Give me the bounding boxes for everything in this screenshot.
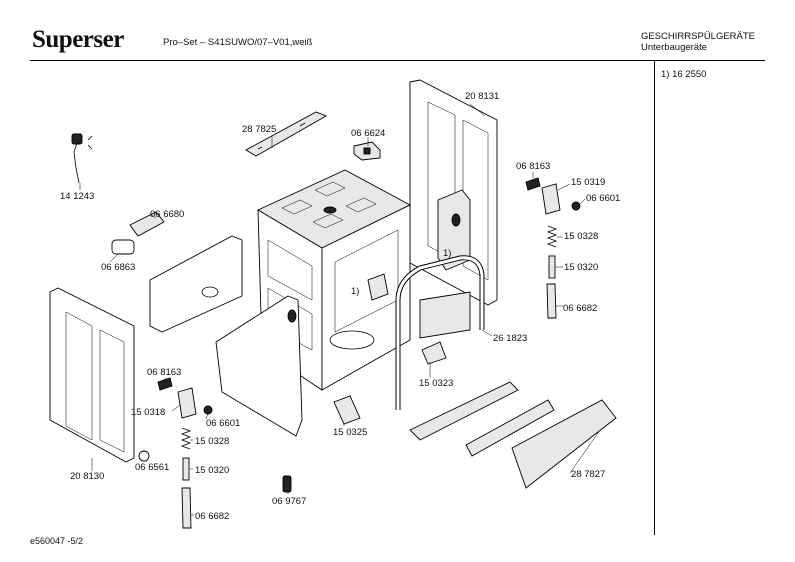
- callout-1-hinge: 1): [443, 248, 452, 259]
- control-bracket-part: [149, 235, 243, 333]
- right-pin-part: [525, 177, 541, 191]
- left-stop-part: [138, 450, 150, 462]
- part-label-screw-left: 06 6601: [206, 418, 241, 429]
- part-label-screw-right: 06 6601: [586, 193, 621, 204]
- part-label-pin-left: 06 8163: [147, 367, 182, 378]
- model-designation: Pro–Set – S41SUWO/07–V01,weiß: [163, 37, 313, 48]
- right-hinge-part: [541, 183, 561, 215]
- leader-lines: [79, 103, 601, 516]
- left-screw-part: [203, 405, 213, 415]
- power-cable-part: [71, 133, 93, 184]
- callout-bracket-part: [367, 273, 389, 301]
- notes-column-divider: [654, 60, 655, 535]
- left-spring-part: [180, 427, 192, 450]
- bottom-rail-back-part: [511, 399, 617, 489]
- left-pin-part: [157, 377, 173, 391]
- top-clip-part: [353, 141, 381, 161]
- header-divider: [30, 60, 765, 61]
- part-label-clip-top: 06 6624: [351, 128, 386, 139]
- right-spring-part: [546, 225, 558, 248]
- part-label-motor: 06 6863: [101, 262, 136, 273]
- left-lever-part: [181, 487, 192, 529]
- part-label-screw-bottom: 06 9767: [272, 496, 307, 507]
- right-rod-part: [548, 255, 556, 279]
- top-rail-part: [245, 111, 328, 157]
- part-label-spring-left: 15 0328: [195, 436, 230, 447]
- category-title: GESCHIRRSPÜLGERÄTE: [641, 31, 756, 42]
- part-label-rail-top: 28 7825: [242, 124, 277, 135]
- bottom-bracket-part: [333, 395, 361, 425]
- bottom-screw-part: [282, 475, 292, 493]
- part-label-bracket-bottom: 15 0325: [333, 427, 368, 438]
- category-subtitle: Unterbaugeräte: [641, 42, 708, 53]
- bottom-rail-mid-part: [465, 399, 555, 457]
- part-label-small-bracket: 15 0323: [419, 378, 454, 389]
- bottom-rail-front-part: [409, 381, 519, 441]
- left-rod-part: [182, 457, 190, 481]
- left-hinge-part: [177, 387, 197, 419]
- part-label-spring-right: 15 0328: [564, 231, 599, 242]
- part-label-side-panel-left: 20 8130: [70, 471, 105, 482]
- part-label-switch: 06 6680: [150, 209, 185, 220]
- small-bracket-part: [421, 341, 447, 365]
- part-label-pin-right: 06 8163: [516, 161, 551, 172]
- left-side-panel-part: [49, 287, 135, 463]
- part-label-rod-left: 15 0320: [195, 465, 230, 476]
- right-screw-part: [571, 201, 581, 211]
- drawing-reference: e560047 -5/2: [30, 536, 84, 546]
- switch-part: [129, 211, 165, 237]
- part-label-rod-right: 15 0320: [564, 262, 599, 273]
- footnote: 1) 16 2550: [661, 69, 707, 80]
- part-label-hinge-left: 15 0318: [131, 407, 166, 418]
- brand-logo: Superser: [32, 26, 124, 53]
- part-label-lever-right: 06 6682: [563, 303, 598, 314]
- door-hinge-bracket-part: [437, 189, 471, 271]
- frame-loop-part: [395, 255, 485, 410]
- motor-part: [111, 239, 135, 255]
- part-label-stop: 06 6561: [135, 462, 170, 473]
- part-label-frame-loop: 26 1823: [493, 333, 528, 344]
- part-label-cable: 14 1243: [60, 191, 95, 202]
- callout-1-body: 1): [351, 286, 360, 297]
- part-label-rail-bottom: 28 7827: [571, 469, 606, 480]
- part-label-side-panel-right: 20 8131: [465, 91, 500, 102]
- left-frame-bracket-part: [215, 295, 303, 437]
- part-label-hinge-right: 15 0319: [571, 177, 606, 188]
- right-lever-part: [546, 283, 557, 319]
- part-label-lever-left: 06 6682: [195, 511, 230, 522]
